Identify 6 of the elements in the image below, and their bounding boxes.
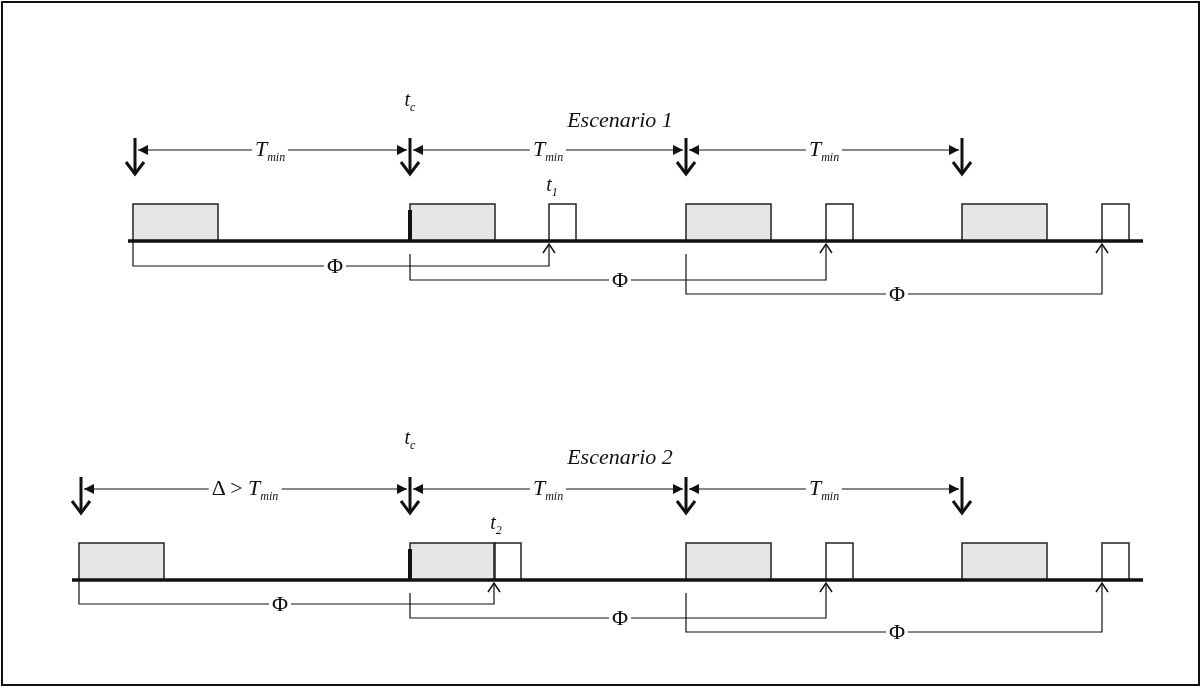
time-label: t$_{2}$ (489, 512, 503, 536)
time-label: t$_{c}$ (403, 427, 417, 451)
scenario-title: Escenario 1 (566, 109, 674, 131)
time-label: t$_{c}$ (403, 89, 417, 113)
scenario-title: Escenario 2 (566, 446, 674, 468)
time-label: t$_{1}$ (545, 174, 559, 198)
